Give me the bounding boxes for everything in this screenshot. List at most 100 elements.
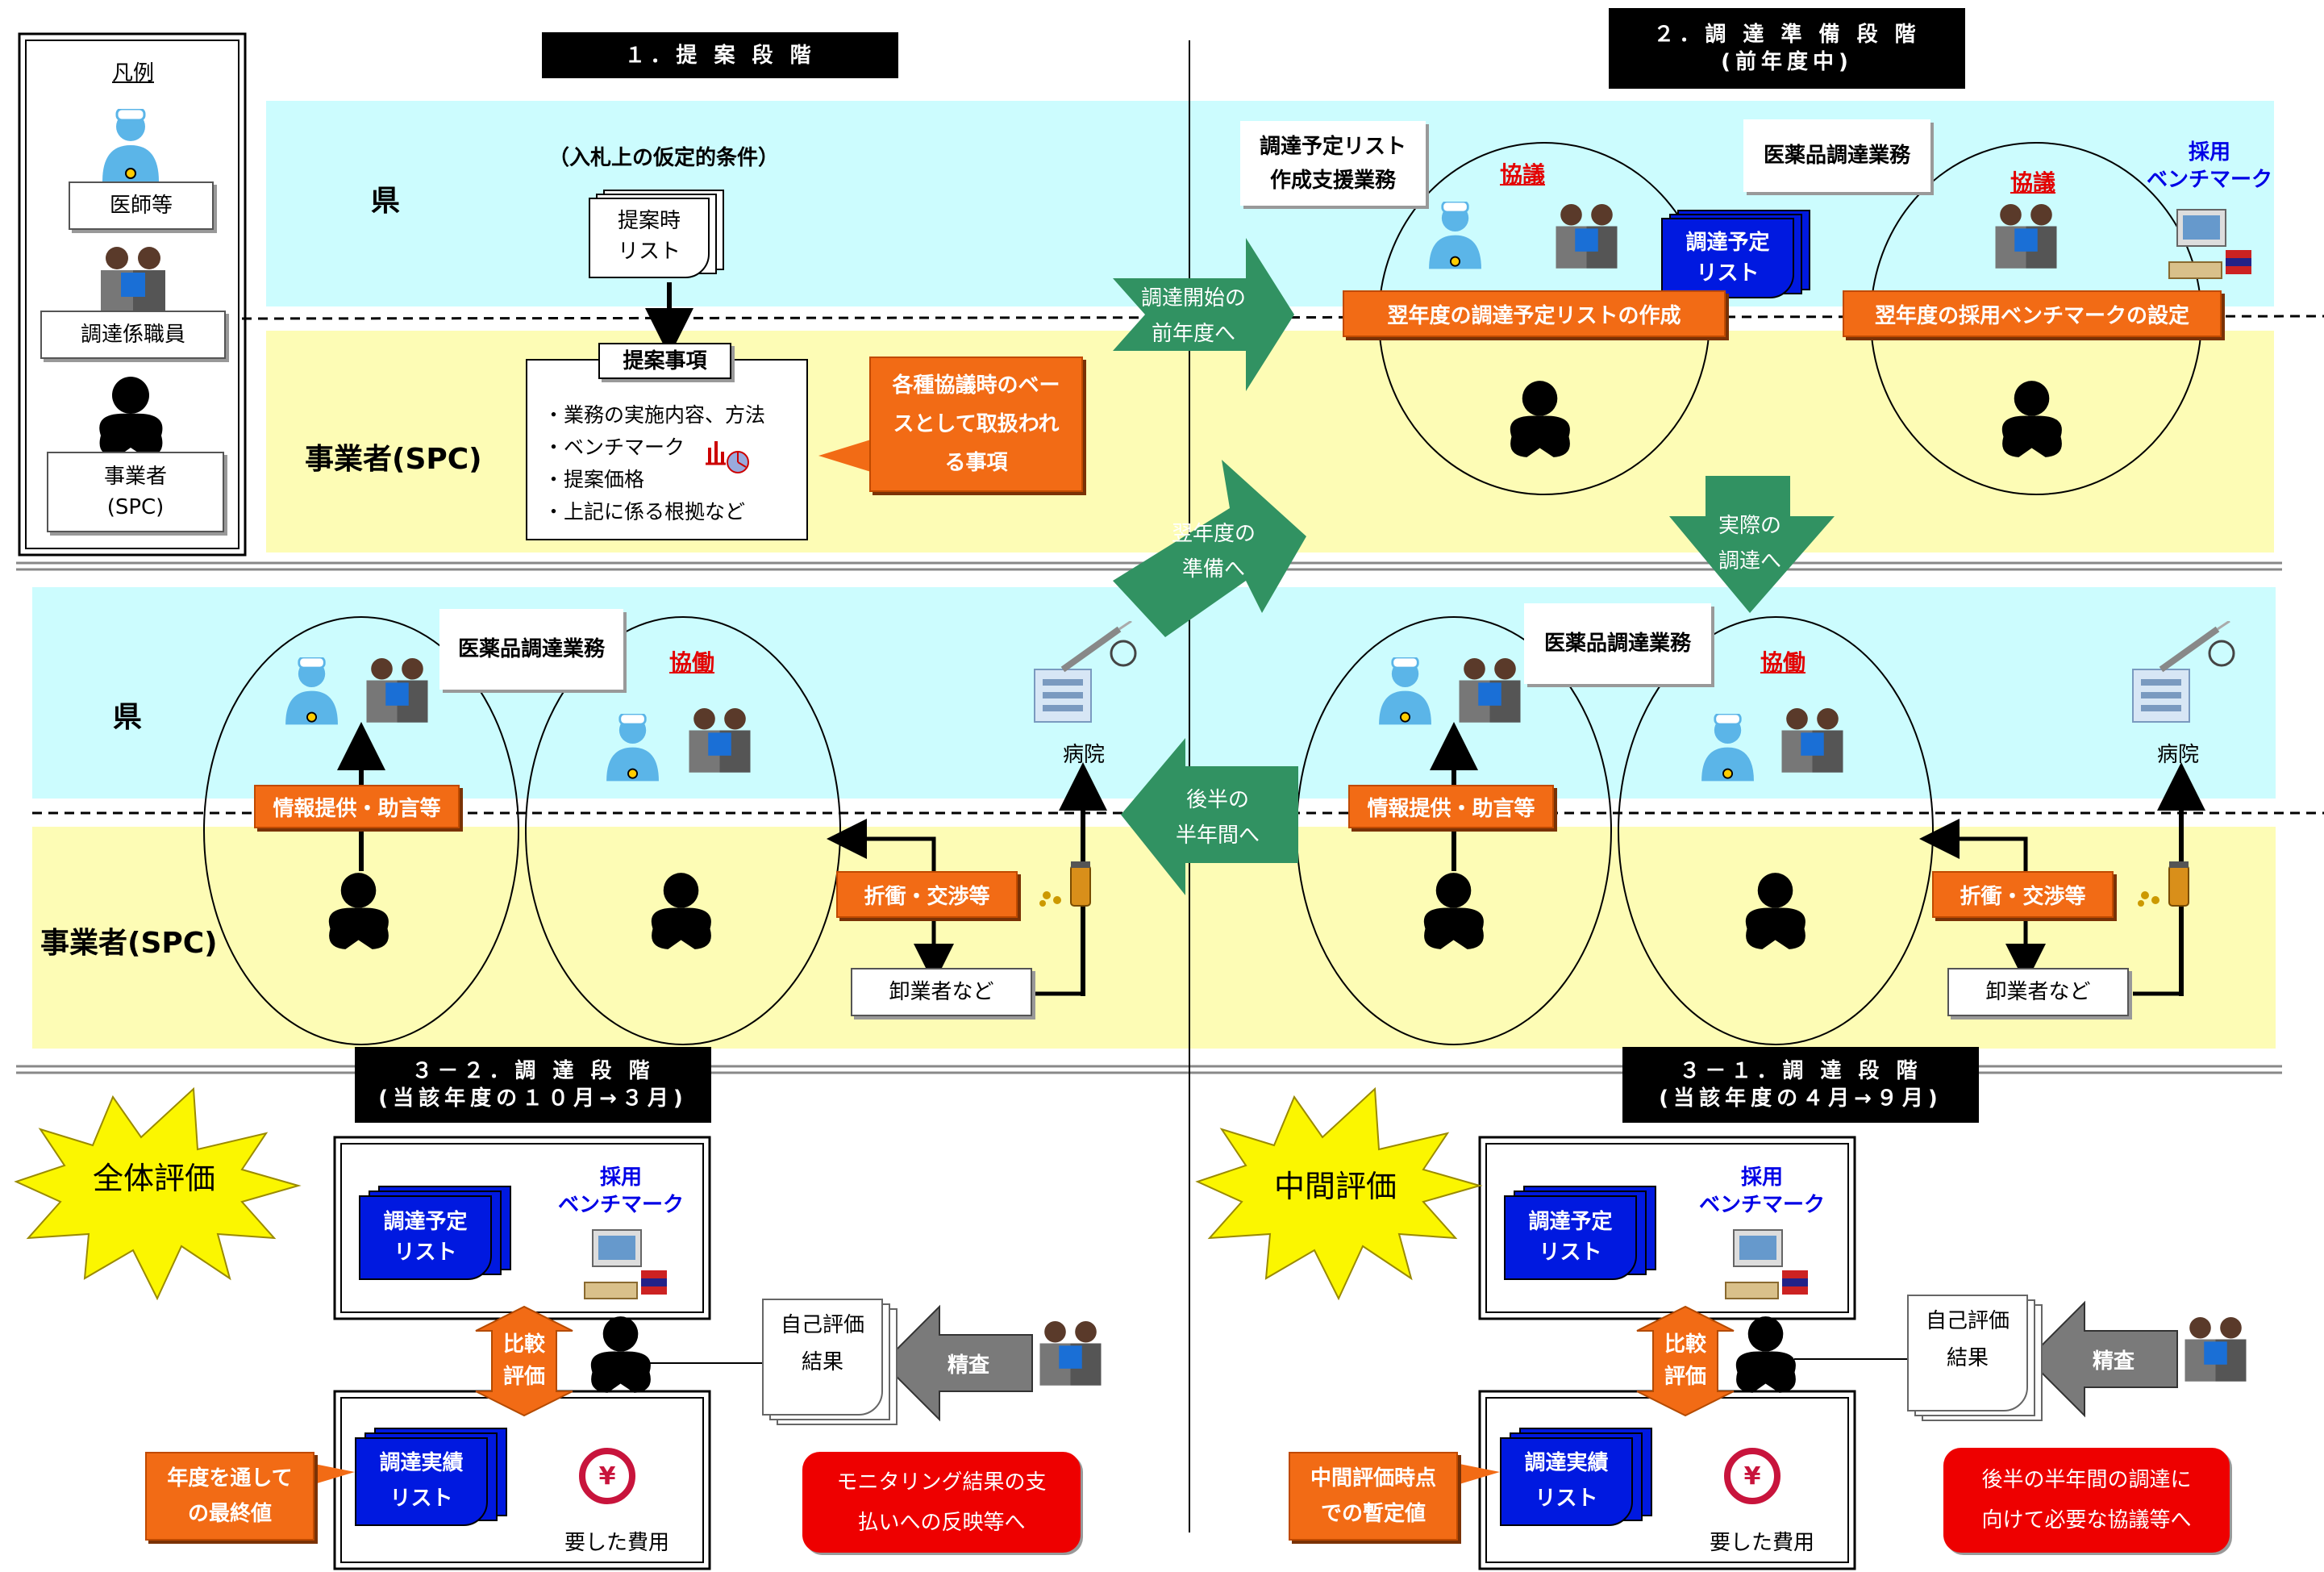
doctor-icon — [101, 109, 161, 186]
cost-label: 要した費用 — [564, 1531, 670, 1555]
benchmark-chart-icon — [702, 432, 750, 476]
final-value-callout: 年度を通しての最終値 — [145, 1452, 314, 1541]
interim-eval-label: 中間評価 — [1274, 1169, 1397, 1204]
proposal-item: ・業務の実施内容、方法 — [544, 403, 766, 427]
drug-procure-task-label-top: 医薬品調達業務 — [1743, 119, 1930, 192]
legend-staff-label: 調達係職員 — [40, 311, 226, 359]
negotiation-box-left: 折衝・交渉等 — [836, 871, 1018, 918]
arrow-label-latter: 後半の半年間へ — [1175, 788, 1260, 848]
proposal-item: ・上記に係る根拠など — [544, 500, 746, 523]
plan-list-doc: 調達予定リスト — [359, 1186, 516, 1282]
hospital-icon — [2129, 621, 2242, 726]
plan-support-task-label: 調達予定リスト作成支援業務 — [1240, 121, 1426, 206]
staff-icon — [681, 702, 758, 774]
actual-list-doc: 調達実績リスト — [355, 1428, 512, 1528]
operator-icon — [93, 375, 169, 460]
legend-operator-label: 事業者(SPC) — [47, 452, 224, 532]
doctor-icon — [1377, 657, 1434, 728]
proposal-callout: 各種協議時のベースとして取扱われる事項 — [869, 357, 1083, 492]
compare-eval-label: 比較評価 — [502, 1332, 545, 1389]
operator-icon — [1739, 871, 1812, 952]
arrow-label-actual: 実際の調達へ — [1718, 514, 1781, 573]
phase-3-1-header: ３－１．調 達 段 階(当該年度の４月→９月) — [1622, 1047, 1979, 1123]
operator-icon — [645, 871, 718, 952]
operator-band-middle — [32, 827, 2276, 1049]
info-advice-box-left: 情報提供・助言等 — [254, 785, 460, 828]
yen-icon: ¥ — [579, 1448, 643, 1512]
medicine-bottle-icon — [2133, 861, 2197, 910]
review-label-right: 精査 — [2093, 1349, 2135, 1374]
operator-icon — [1504, 379, 1576, 460]
yen-icon: ¥ — [1724, 1448, 1789, 1512]
arrow-label-prep: 調達開始の前年度へ — [1140, 286, 1246, 346]
self-eval-doc: 自己評価結果 — [1907, 1295, 2048, 1424]
next-year-plan-bar: 翌年度の調達予定リストの作成 — [1343, 290, 1726, 337]
review-label-left: 精査 — [948, 1353, 990, 1378]
legend-doctor-label: 医師等 — [69, 181, 214, 230]
operator-icon — [1418, 871, 1490, 952]
arrow-label-next: 翌年度の準備へ — [1171, 522, 1256, 582]
compare-eval-label: 比較評価 — [1664, 1332, 1706, 1389]
wholesaler-box-right: 卸業者など — [1947, 968, 2129, 1016]
next-year-benchmark-bar: 翌年度の採用ベンチマークの設定 — [1843, 290, 2222, 337]
proposal-item: ・提案価格 — [544, 468, 645, 491]
arrow-actual-procure — [1669, 476, 1835, 613]
proposal-list-doc: 提案時リスト — [589, 190, 730, 278]
zone-operator-middle: 事業者(SPC) — [40, 927, 218, 960]
doctor-icon — [1700, 714, 1756, 785]
staff-icon — [1451, 652, 1528, 724]
staff-icon — [1548, 198, 1625, 270]
zone-operator-top: 事業者(SPC) — [305, 443, 482, 476]
info-advice-box-right: 情報提供・助言等 — [1348, 785, 1554, 828]
proposal-item: ・ベンチマーク — [544, 436, 685, 459]
phase-2-header: ２．調 達 準 備 段 階(前年度中) — [1609, 8, 1965, 89]
proposal-items-box: ・業務の実施内容、方法 ・ベンチマーク ・提案価格 ・上記に係る根拠など — [526, 359, 808, 540]
adopt-benchmark-label: 採用ベンチマーク — [557, 1165, 684, 1217]
overall-eval-label: 全体評価 — [93, 1161, 216, 1196]
doctor-icon — [1427, 202, 1484, 273]
negotiation-box-right: 折衝・交渉等 — [1932, 871, 2114, 918]
hospital-label-left: 病院 — [1063, 743, 1106, 767]
hospital-icon — [1031, 621, 1143, 726]
operator-icon — [585, 1315, 657, 1395]
plan-list-doc: 調達予定リスト — [1661, 210, 1814, 298]
arrow-next-year — [1113, 460, 1306, 637]
phase-1-header: １．提 案 段 階 — [542, 32, 898, 78]
interim-burst — [1195, 1086, 1483, 1301]
staff-icon — [1774, 702, 1851, 774]
doctor-icon — [284, 657, 340, 728]
staff-icon — [1032, 1315, 1109, 1387]
computer-icon — [1718, 1226, 1810, 1307]
zone-pref-middle: 県 — [113, 701, 143, 734]
drug-procure-task-label-right: 医薬品調達業務 — [1524, 603, 1711, 684]
staff-icon — [2177, 1311, 2254, 1383]
phase-3-2-header: ３－２．調 達 段 階(当該年度の１０月→３月) — [355, 1047, 711, 1123]
doctor-icon — [605, 714, 661, 785]
drug-procure-task-label-left: 医薬品調達業務 — [439, 609, 623, 690]
cooperate-label-left: 協働 — [669, 649, 715, 676]
self-eval-doc: 自己評価結果 — [762, 1299, 903, 1428]
wholesaler-box-left: 卸業者など — [851, 968, 1032, 1016]
arrow-latter-half — [1121, 738, 1298, 895]
consult-label-2: 協議 — [2010, 169, 2056, 196]
consult-label-1: 協議 — [1500, 161, 1546, 188]
latter-half-consult-box: 後半の半年間の調達に向けて必要な協議等へ — [1943, 1448, 2230, 1553]
monitoring-result-box: モニタリング結果の支払いへの反映等へ — [802, 1452, 1081, 1553]
assumed-conditions: （入札上の仮定的条件） — [548, 146, 780, 170]
computer-icon — [2161, 206, 2254, 286]
cost-label: 要した費用 — [1710, 1531, 1815, 1555]
interim-value-callout: 中間評価時点での暫定値 — [1289, 1452, 1458, 1541]
medicine-bottle-icon — [1035, 861, 1099, 910]
cooperate-label-right: 協働 — [1760, 649, 1806, 676]
staff-icon — [1988, 198, 2064, 270]
legend-title: 凡例 — [111, 61, 154, 85]
operator-icon — [1996, 379, 2068, 460]
actual-list-doc: 調達実績リスト — [1500, 1428, 1657, 1528]
computer-icon — [577, 1226, 669, 1307]
adopt-benchmark-label: 採用ベンチマーク — [1698, 1165, 1825, 1217]
proposal-items-title: 提案事項 — [598, 343, 731, 379]
adopt-benchmark-label-top: 採用ベンチマーク — [2146, 140, 2272, 192]
operator-icon — [323, 871, 395, 952]
staff-icon — [359, 652, 435, 724]
zone-pref-top: 県 — [371, 185, 401, 218]
